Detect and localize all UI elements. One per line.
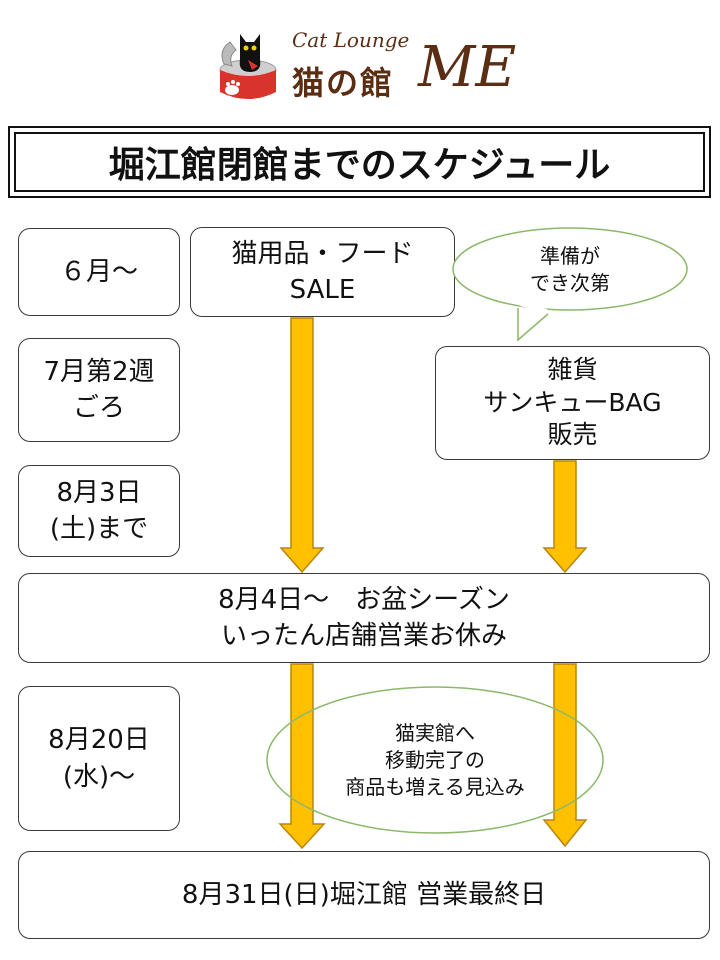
final-day-box: 8月31日(日)堀江館 営業最終日 xyxy=(18,851,710,939)
obon-closure-box: 8月4日～ お盆シーズン いったん店舗営業お休み xyxy=(18,573,710,663)
logo-name-en: ME xyxy=(418,35,517,100)
increase-note: 猫実館へ 移動完了の 商品も増える見込み xyxy=(345,720,525,799)
ready-bubble-shape xyxy=(452,227,688,342)
logo-subtitle: Cat Lounge xyxy=(292,28,410,52)
timeline-label-june: ６月～ xyxy=(18,228,180,316)
sale-box: 猫用品・フード SALE xyxy=(190,227,455,317)
timeline-label-aug3: 8月3日 (土)まで xyxy=(18,465,180,557)
page-title: 堀江館閉館までのスケジュール xyxy=(14,132,705,192)
title-frame: 堀江館閉館までのスケジュール xyxy=(8,126,711,198)
ready-note: 準備が でき次第 xyxy=(530,244,610,295)
increase-ellipse-shape xyxy=(266,686,604,834)
timeline-label-aug20: 8月20日 (水)～ xyxy=(18,686,180,831)
logo-name-jp: 猫の館 xyxy=(292,64,395,102)
arrow-goods-to-obon xyxy=(542,460,588,574)
logo-cat-can-icon xyxy=(219,34,277,99)
timeline-label-july-week2: 7月第2週 ごろ xyxy=(18,338,180,442)
goods-box: 雑貨 サンキューBAG 販売 xyxy=(435,346,710,460)
arrow-sale-to-obon xyxy=(279,317,325,574)
